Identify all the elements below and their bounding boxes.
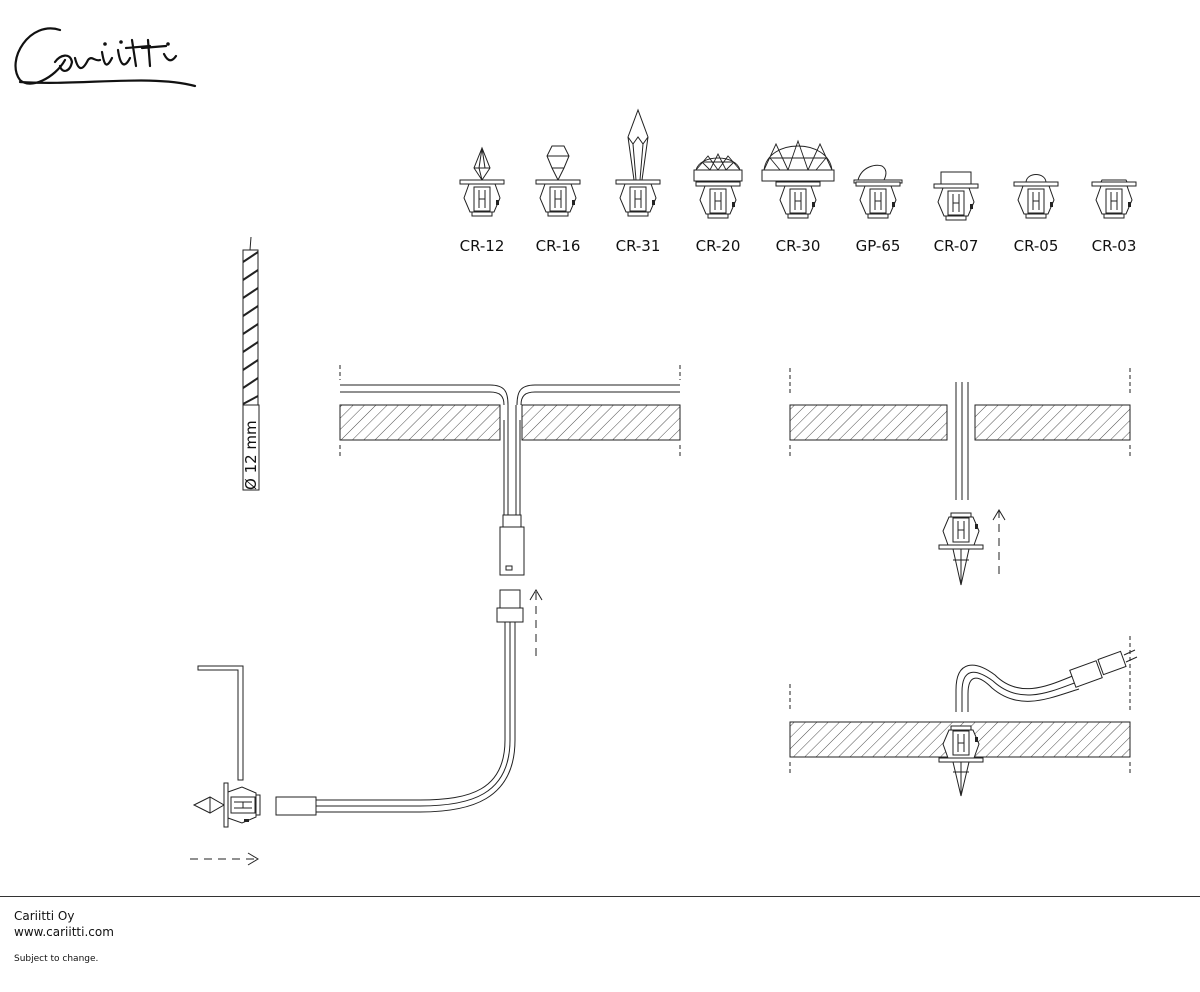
fitting-sideways [192,782,261,828]
product-label: CR-30 [776,237,821,255]
product-label: CR-03 [1092,237,1137,255]
product-gp-65 [853,164,903,219]
product-cr-05 [1013,174,1059,219]
ceiling-section-right-top [789,368,1131,578]
footer-divider [0,896,1200,897]
drill-diameter-label: Ø 12 mm [242,420,260,490]
product-cr-30 [761,139,835,219]
cariitti-logo [14,27,197,88]
footer-note: Subject to change. [14,954,99,964]
ceiling-section-left [275,365,681,816]
product-cr-03 [1091,179,1137,219]
product-label: CR-05 [1014,237,1059,255]
product-label: CR-07 [934,237,979,255]
product-cr-20 [693,152,743,219]
product-label: CR-12 [460,237,505,255]
product-cr-16 [535,145,581,217]
product-cr-07 [933,171,979,221]
allen-key [197,665,244,781]
crystal-tip [952,761,970,797]
fitting-insert-up [938,512,984,550]
product-cr-31 [615,108,661,217]
product-label: CR-20 [696,237,741,255]
product-cr-12 [459,146,505,217]
drill-bit: Ø 12 mm [242,236,260,491]
product-label: CR-31 [616,237,661,255]
insert-arrow-right [190,852,259,866]
product-label: CR-16 [536,237,581,255]
footer-website: www.cariitti.com [14,925,114,939]
footer-company: Cariitti Oy [14,909,75,923]
product-label: GP-65 [856,237,901,255]
crystal-tip [952,548,970,586]
